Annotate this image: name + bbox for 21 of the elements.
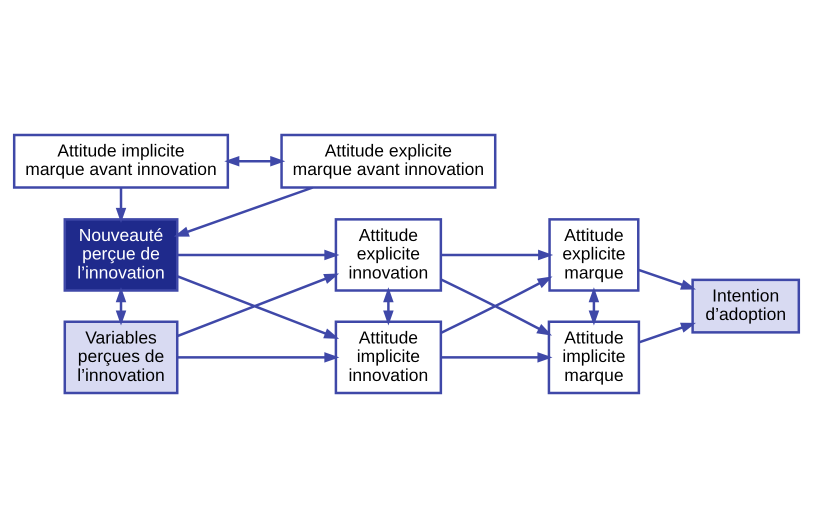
- arrow: [440, 352, 552, 363]
- arrow: [638, 322, 696, 344]
- arrow: [177, 352, 340, 363]
- node-box: Intention d’adoption: [691, 278, 800, 334]
- node-box: Attitude explicite marque: [548, 218, 640, 292]
- arrow: [440, 250, 554, 260]
- arrow: [116, 188, 126, 223]
- node-box: Nouveauté perçue de l’innovation: [64, 218, 178, 292]
- arrow: [177, 250, 340, 260]
- node-box: Attitude implicite marque: [548, 320, 640, 394]
- arrow: [224, 156, 286, 166]
- arrow: [174, 186, 314, 237]
- arrow: [638, 268, 696, 290]
- arrow: [383, 287, 394, 326]
- node-box: Variables perçues de l’innovation: [64, 320, 178, 394]
- arrow: [116, 287, 126, 326]
- node-box: Attitude implicite innovation: [334, 320, 442, 394]
- node-box: Attitude implicite marque avant innovation: [12, 134, 230, 189]
- node-box: Attitude explicite innovation: [334, 218, 442, 292]
- node-box: Attitude explicite marque avant innovation: [280, 134, 496, 189]
- arrow: [588, 287, 600, 326]
